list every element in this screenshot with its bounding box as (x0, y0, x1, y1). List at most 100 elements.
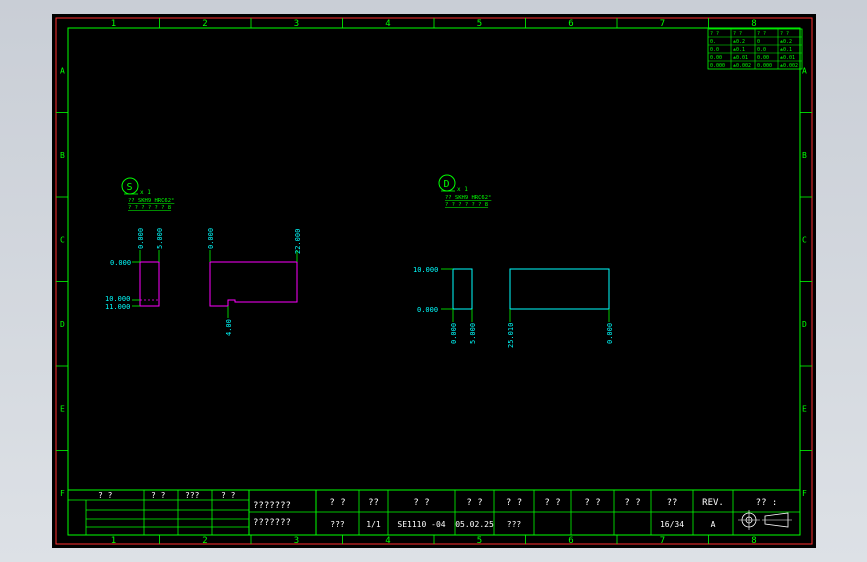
row-letter-right: F (802, 489, 807, 498)
tb-left-header-0: ? ? (98, 491, 113, 500)
tb-value-cell: SE1110 -04 (397, 520, 445, 529)
view-d2-dim-bottom-1: 0.000 (606, 323, 614, 344)
col-number-top: 8 (751, 19, 756, 29)
tb-header-cell: ? ? (584, 498, 600, 508)
tolerance-cell: ? ? (710, 31, 719, 37)
col-number-top: 7 (660, 19, 665, 29)
col-number-bottom: 3 (294, 536, 299, 546)
view-d-dim-left-0: 10.000 (413, 266, 438, 274)
tolerance-cell: 0.000 (710, 63, 725, 69)
view-s-note: S x 1 ?? SKH9 HRC62° ? ? ? ? ? ? 8 (121, 177, 174, 211)
col-number-bottom: 5 (477, 536, 482, 546)
col-number-top: 5 (477, 19, 482, 29)
view-s2-dim-top-0: 0.000 (207, 228, 215, 249)
row-letter-left: C (60, 235, 65, 244)
tolerance-cell: 0 (757, 39, 760, 45)
tb-header-cell: REV. (702, 498, 724, 508)
view-s-part-1-outline[interactable] (139, 261, 160, 307)
row-letter-left: D (60, 320, 65, 329)
tb-value-cell: ??? (330, 520, 345, 529)
tb-header-cell: ? ? (506, 498, 522, 508)
tb-value-cell: 05.02.25 (455, 520, 494, 529)
tb-header-cell: ? ? (329, 498, 345, 508)
row-letter-right: D (802, 320, 807, 329)
inner-frame (67, 27, 801, 536)
tb-left-header-1: ? ? (151, 491, 166, 500)
tolerance-cell: ? ? (780, 31, 789, 37)
row-letter-right: C (802, 235, 807, 244)
row-letter-left: A (60, 66, 65, 75)
tolerance-cell: ±0.01 (733, 55, 748, 61)
tb-header-cell: ? ? (624, 498, 640, 508)
view-s-marker: S (127, 182, 133, 193)
view-d-note: D x 1 ?? SKH9 HRC62° ? ? ? ? ? ? 8 (438, 174, 491, 208)
view-d-part-2-outline[interactable] (509, 268, 610, 310)
view-d-material: ?? SKH9 HRC62° (445, 195, 491, 201)
view-d-scale: x 1 (457, 186, 468, 193)
tb-header-cell: ?? (667, 498, 678, 508)
tb-left-header-3: ? ? (221, 491, 236, 500)
tb-header-cell: ?? : (756, 498, 778, 508)
view-s-dim-left-2: 11.000 (105, 303, 130, 311)
row-letter-right: B (802, 151, 807, 160)
tolerance-cell: ±0.01 (780, 55, 795, 61)
col-number-top: 3 (294, 19, 299, 29)
col-number-bottom: 4 (385, 536, 390, 546)
title-block-cells: ? ??? ? ? ? ? ? ? ? ? ? ? ? ??? REV. ?? :??? 1/1 S… (329, 490, 777, 535)
tolerance-cell: ±0.2 (780, 39, 792, 45)
row-letter-left: F (60, 489, 65, 498)
view-d-part-1-outline[interactable] (452, 268, 473, 310)
title-block: ? ? ? ? ??? ? ? ??????? ??????? ? ???? ?… (67, 489, 801, 536)
view-d-part-1[interactable]: 10.000 0.000 0.000 5.000 (413, 266, 477, 344)
col-number-top: 1 (111, 19, 116, 29)
view-d-dim-left-1: 0.000 (417, 306, 438, 314)
view-d-part-2[interactable]: 25.010 0.000 (507, 268, 614, 348)
tb-header-cell: ? ? (544, 498, 560, 508)
row-letter-right: E (802, 404, 807, 413)
tb-value-cell: ??? (507, 520, 522, 529)
view-s-part-2-outline[interactable] (209, 261, 298, 307)
view-d-quantity: ? ? ? ? ? ? 8 (445, 202, 488, 208)
view-s-part-2[interactable]: 0.000 22.000 4.00 (207, 228, 302, 336)
title-block-frame (67, 489, 801, 536)
tolerance-cell: ±0.1 (733, 47, 745, 53)
view-d2-dim-bottom-0: 25.010 (507, 323, 515, 348)
view-s-part-1[interactable]: 0.000 5.000 0.000 10.000 11.000 (105, 228, 164, 311)
tb-value-cell: 1/1 (366, 520, 381, 529)
tolerance-cell: ? ? (733, 31, 742, 37)
view-d-dim-bottom-0: 0.000 (450, 323, 458, 344)
tb-header-cell: ? ? (466, 498, 482, 508)
row-letter-left: B (60, 151, 65, 160)
tolerance-cell: 0.00 (710, 55, 722, 61)
view-s2-dim-bottom: 4.00 (225, 319, 233, 336)
tolerance-cell: 0.000 (757, 63, 772, 69)
row-letter-left: E (60, 404, 65, 413)
col-number-bottom: 6 (568, 536, 573, 546)
tolerance-cell: 0.0 (710, 47, 719, 53)
tb-mark-2: ??????? (253, 518, 291, 528)
col-number-top: 6 (568, 19, 573, 29)
view-s-dim-top-1: 5.000 (156, 228, 164, 249)
tb-header-cell: ?? (368, 498, 379, 508)
tolerance-cell: 0.0 (757, 47, 766, 53)
view-s-dim-left-1: 10.000 (105, 295, 130, 303)
tolerance-cell: ±0.1 (780, 47, 792, 53)
view-s-dim-left-0: 0.000 (110, 259, 131, 267)
col-number-top: 4 (385, 19, 390, 29)
tb-header-cell: ? ? (413, 498, 429, 508)
view-d-marker: D (444, 179, 450, 190)
view-s2-dim-top-1: 22.000 (294, 229, 302, 254)
col-number-top: 2 (202, 19, 207, 29)
projection-symbol-icon (738, 510, 792, 530)
tb-value-cell: A (711, 520, 716, 529)
view-s-dim-top-0: 0.000 (137, 228, 145, 249)
col-number-bottom: 8 (751, 536, 756, 546)
tb-mark-1: ??????? (253, 501, 291, 511)
tolerance-cell: ±0.002 (733, 63, 751, 69)
tolerance-cell: ±0.2 (733, 39, 745, 45)
